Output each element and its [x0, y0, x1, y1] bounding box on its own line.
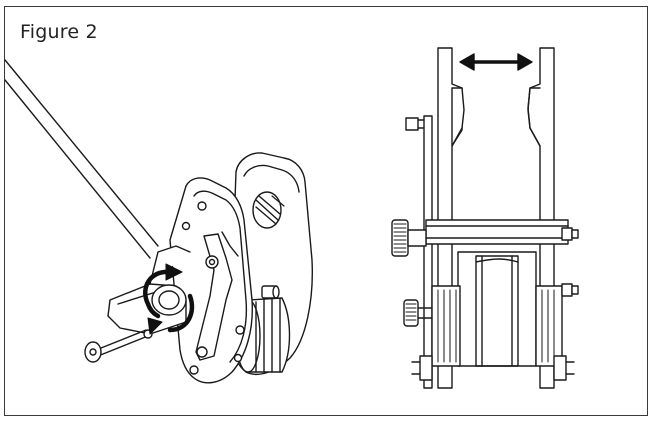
plate-knob: [253, 192, 284, 228]
release-rod: [85, 330, 152, 362]
left-jaw: [452, 88, 464, 146]
plate-bolts: [183, 202, 245, 374]
rotation-arrowheads: [148, 264, 182, 334]
double-headed-horizontal-arrow-icon: [460, 54, 532, 70]
front-plate: [170, 178, 252, 383]
lever-arm: [196, 232, 238, 360]
front-view: [392, 48, 578, 388]
crossbar: [426, 220, 568, 244]
outer-left-plate: [424, 116, 432, 388]
left-gear-stack: [432, 286, 460, 366]
center-drum: [458, 252, 536, 366]
knurled-knob: [392, 220, 426, 256]
right-gear-stack: [536, 286, 562, 366]
top-left-pin: [406, 118, 418, 130]
clockwise-rotation-icon: [145, 272, 192, 330]
right-bolts: [562, 228, 578, 296]
shaft-stub: [262, 286, 279, 298]
handle-bar: [5, 60, 158, 258]
tool-rotation-view: [5, 60, 312, 383]
front-plate-inner: [194, 191, 246, 362]
bottom-bolts: [412, 356, 574, 380]
rear-plate-inner-edge: [244, 165, 299, 192]
center-hub: [152, 285, 186, 315]
right-jaw: [528, 88, 540, 146]
lower-knurled-knob: [404, 300, 432, 326]
figure-title: Figure 2: [20, 21, 98, 43]
